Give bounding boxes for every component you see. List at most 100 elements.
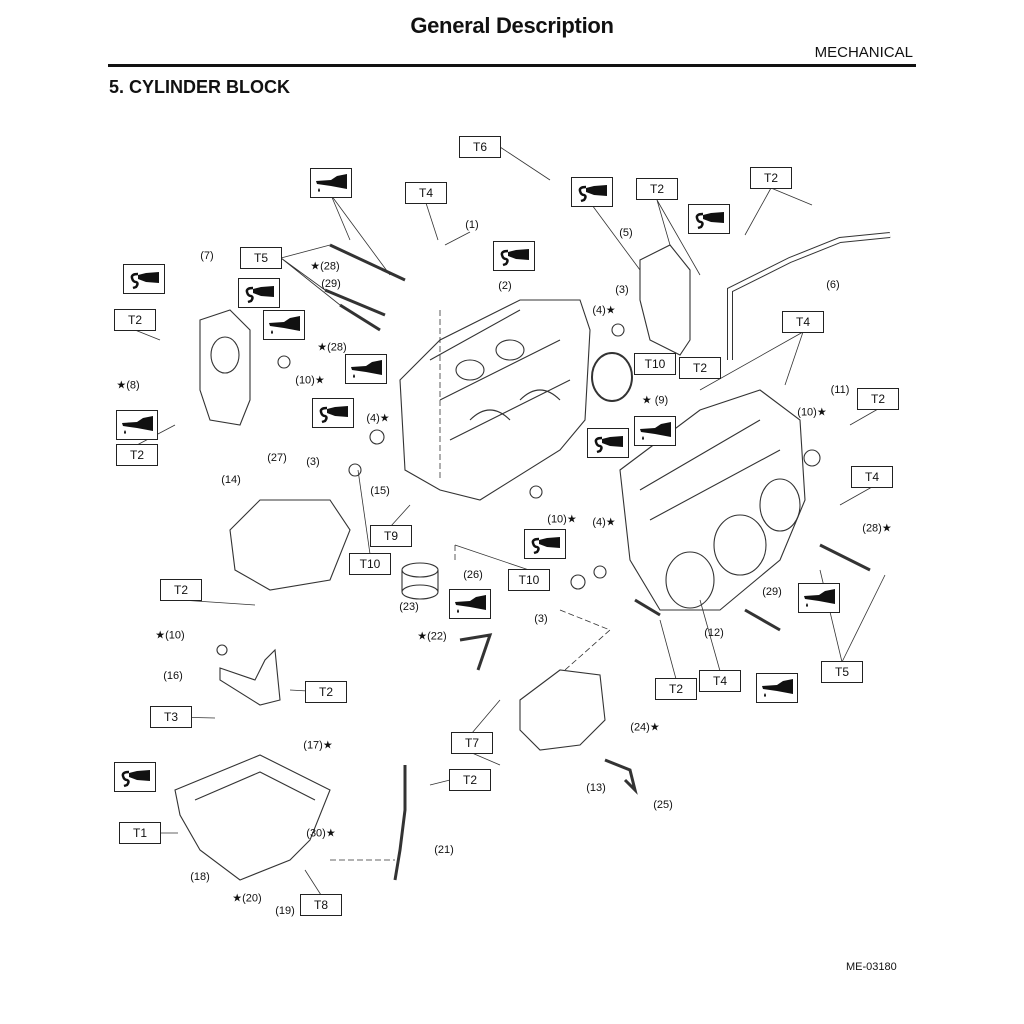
oil-application-icon	[756, 673, 798, 703]
torque-label-t5: T5	[821, 661, 863, 683]
part-callout: (4)★	[366, 412, 390, 425]
part-callout: (23)	[399, 601, 419, 613]
figure-code: ME-03180	[846, 961, 897, 973]
torque-label-t10: T10	[508, 569, 550, 591]
baffle-plate	[229, 499, 351, 591]
part-callout: (17)★	[303, 739, 333, 752]
hose	[604, 758, 638, 795]
cylinder-block-left-half	[399, 299, 591, 501]
part-callout: (4)★	[592, 516, 616, 529]
part-callout: ★(20)	[232, 892, 262, 905]
torque-label-t2: T2	[305, 681, 347, 703]
part-callout: (26)	[463, 569, 483, 581]
part-callout: ★ (9)	[641, 394, 669, 407]
part-callout: ★(8)	[116, 379, 140, 392]
part-callout: (24)★	[630, 721, 660, 734]
torque-label-t2: T2	[655, 678, 697, 700]
part-callout: ★(22)	[417, 630, 447, 643]
part-callout: ★(28)	[317, 341, 347, 354]
part-callout: (29)	[321, 278, 341, 290]
oil-application-icon	[634, 416, 676, 446]
oil-application-icon	[798, 583, 840, 613]
oil-filter	[401, 562, 439, 600]
part-callout: (18)	[190, 871, 210, 883]
oil-seal	[591, 352, 633, 402]
oil-pump	[199, 309, 251, 426]
part-callout: ★(28)	[310, 260, 340, 273]
oil-application-icon	[116, 410, 158, 440]
oil-application-icon	[263, 310, 305, 340]
part-callout: (2)	[498, 280, 512, 292]
part-callout: (5)	[619, 227, 633, 239]
part-callout: (14)	[221, 474, 241, 486]
part-callout: (25)	[653, 799, 673, 811]
part-callout: (3)	[615, 284, 629, 296]
header-rule	[108, 64, 916, 67]
torque-label-t10: T10	[349, 553, 391, 575]
torque-label-t2: T2	[636, 178, 678, 200]
oil-application-icon	[449, 589, 491, 619]
part-callout: (19)	[275, 905, 295, 917]
dipstick-guide	[393, 765, 407, 881]
liquid-gasket-icon	[493, 241, 535, 271]
part-callout: (4)★	[592, 304, 616, 317]
front-cover	[639, 244, 691, 356]
liquid-gasket-icon	[571, 177, 613, 207]
torque-label-t5: T5	[240, 247, 282, 269]
part-callout: (30)★	[306, 827, 336, 840]
torque-label-t10: T10	[634, 353, 676, 375]
part-callout: (29)	[762, 586, 782, 598]
liquid-gasket-icon	[524, 529, 566, 559]
oil-pan	[174, 754, 331, 881]
torque-label-t2: T2	[114, 309, 156, 331]
bracket	[459, 633, 493, 671]
liquid-gasket-icon	[312, 398, 354, 428]
part-callout: (21)	[434, 844, 454, 856]
part-callout: (15)	[370, 485, 390, 497]
part-callout: (16)	[163, 670, 183, 682]
o-rings	[216, 323, 821, 656]
torque-label-t2: T2	[679, 357, 721, 379]
part-callout: (3)	[534, 613, 548, 625]
torque-label-t7: T7	[451, 732, 493, 754]
torque-label-t4: T4	[699, 670, 741, 692]
torque-label-t4: T4	[782, 311, 824, 333]
part-callout: (27)	[267, 452, 287, 464]
part-callout: ★(10)	[155, 629, 185, 642]
through-bolts	[324, 243, 871, 632]
torque-label-t9: T9	[370, 525, 412, 547]
oil-application-icon	[310, 168, 352, 198]
torque-label-t3: T3	[150, 706, 192, 728]
torque-label-t2: T2	[750, 167, 792, 189]
liquid-gasket-icon	[238, 278, 280, 308]
torque-label-t2: T2	[160, 579, 202, 601]
water-pump	[519, 669, 606, 751]
part-callout: (11)	[830, 384, 850, 396]
torque-label-t4: T4	[851, 466, 893, 488]
part-callout: (10)★	[547, 513, 577, 526]
section-tag: MECHANICAL	[814, 44, 913, 61]
oil-application-icon	[345, 354, 387, 384]
torque-label-t2: T2	[857, 388, 899, 410]
torque-label-t2: T2	[116, 444, 158, 466]
liquid-gasket-icon	[688, 204, 730, 234]
liquid-gasket-icon	[123, 264, 165, 294]
part-callout: (13)	[586, 782, 606, 794]
part-callout: (10)★	[295, 374, 325, 387]
page-title: General Description	[410, 13, 614, 38]
part-callout: (7)	[200, 250, 214, 262]
part-callout: (10)★	[797, 406, 827, 419]
part-callout: (6)	[826, 279, 840, 291]
torque-label-t1: T1	[119, 822, 161, 844]
part-callout: (12)	[704, 627, 724, 639]
torque-label-t2: T2	[449, 769, 491, 791]
part-callout: (1)	[465, 219, 479, 231]
torque-label-t6: T6	[459, 136, 501, 158]
oil-strainer	[219, 648, 281, 706]
liquid-gasket-icon	[114, 762, 156, 792]
torque-label-t8: T8	[300, 894, 342, 916]
liquid-gasket-icon	[587, 428, 629, 458]
part-callout: (3)	[306, 456, 320, 468]
section-heading: 5. CYLINDER BLOCK	[109, 77, 291, 97]
